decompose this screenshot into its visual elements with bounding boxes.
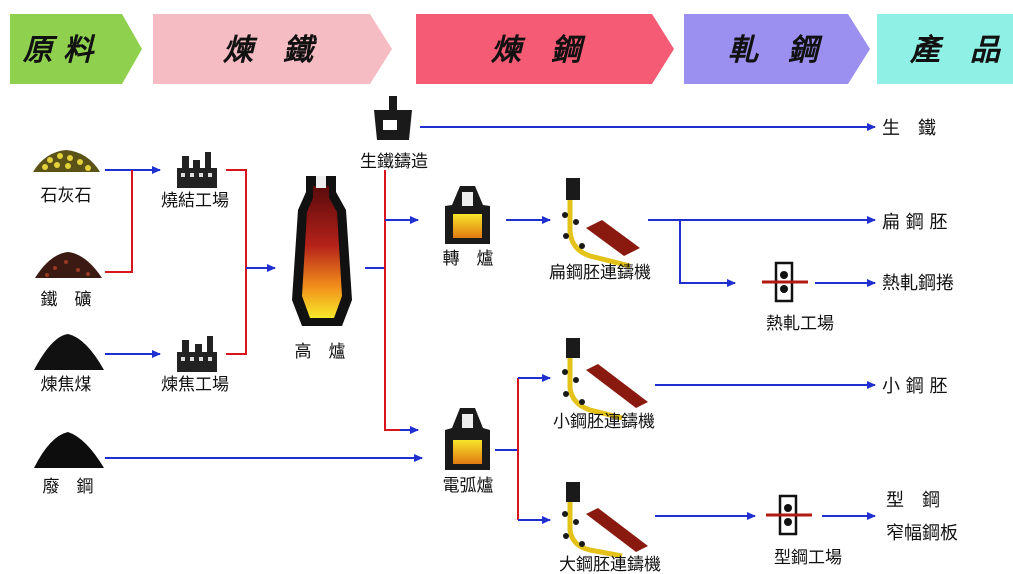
stage-label: 煉 鋼 (490, 33, 586, 68)
product-narrow-plate: 窄幅鋼板 (886, 523, 958, 544)
continuous-caster-icon (562, 178, 640, 269)
stage-banner: 原 料 煉 鐵 煉 鋼 軋 鋼 產 品 (10, 14, 1013, 84)
label-section-mill: 型鋼工場 (774, 548, 842, 568)
label-scrap: 廢 鋼 (43, 477, 94, 497)
ladle-icon (374, 96, 412, 140)
stage-ironmaking: 煉 鐵 (153, 14, 392, 84)
flow-lines (105, 123, 876, 524)
stage-shape (684, 14, 870, 84)
product-slab: 扁 鋼 胚 (882, 212, 947, 233)
stage-shape (153, 14, 392, 84)
continuous-caster-icon (562, 482, 648, 559)
flow-sinter-coke-merge (226, 169, 247, 355)
label-hot-strip-mill: 熱軋工場 (766, 314, 834, 334)
label-pig-iron-casting: 生鐵鑄造 (360, 152, 428, 172)
label-slab-caster: 扁鋼胚連鑄機 (549, 263, 651, 283)
stage-products: 產 品 (877, 14, 1013, 84)
continuous-caster-icon (562, 338, 648, 421)
label-billet-caster: 小鋼胚連鑄機 (553, 412, 655, 432)
stage-shape (10, 14, 142, 84)
factory-icon (177, 336, 217, 372)
flow-ore-sinter (105, 170, 133, 273)
stage-label: 煉 鐵 (222, 33, 318, 68)
eaf-icon (445, 408, 490, 470)
stage-label: 產 品 (909, 33, 1002, 68)
factory-icon (177, 152, 217, 188)
product-pig-iron: 生 鐵 (882, 118, 936, 139)
label-bloom-caster: 大鋼胚連鑄機 (559, 555, 661, 574)
label-limestone: 石灰石 (41, 186, 92, 206)
scrap-icon (34, 432, 104, 468)
label-converter: 轉 爐 (443, 249, 494, 269)
label-sinter-plant: 燒結工場 (161, 191, 229, 211)
label-coke-plant: 煉焦工場 (161, 375, 229, 395)
stage-label: 軋 鋼 (728, 33, 823, 68)
rolling-mill-icon (762, 261, 808, 303)
label-iron-ore: 鐵 礦 (41, 290, 92, 310)
stage-steelmaking: 煉 鋼 (416, 14, 674, 84)
coking-coal-icon (34, 334, 104, 370)
label-coking-coal: 煉焦煤 (41, 375, 92, 395)
limestone-icon (33, 150, 100, 172)
product-billet: 小 鋼 胚 (882, 376, 947, 397)
stage-shape (877, 14, 1013, 84)
iron-ore-icon (35, 252, 102, 278)
label-eaf: 電弧爐 (443, 476, 494, 496)
flow-bf-branch (384, 170, 400, 431)
flow-slab-to-hsm (648, 219, 736, 287)
stage-label: 原 料 (23, 33, 96, 68)
blast-furnace-icon (292, 176, 352, 326)
rolling-mill-icon (766, 494, 812, 536)
stage-rolling: 軋 鋼 (684, 14, 870, 84)
converter-icon (445, 186, 490, 244)
product-hot-coil: 熱軋鋼捲 (882, 273, 954, 294)
product-sections: 型 鋼 (886, 490, 940, 511)
label-blast-furnace: 高 爐 (295, 342, 346, 362)
stage-shape (416, 14, 674, 84)
stage-raw-materials: 原 料 (10, 14, 142, 84)
